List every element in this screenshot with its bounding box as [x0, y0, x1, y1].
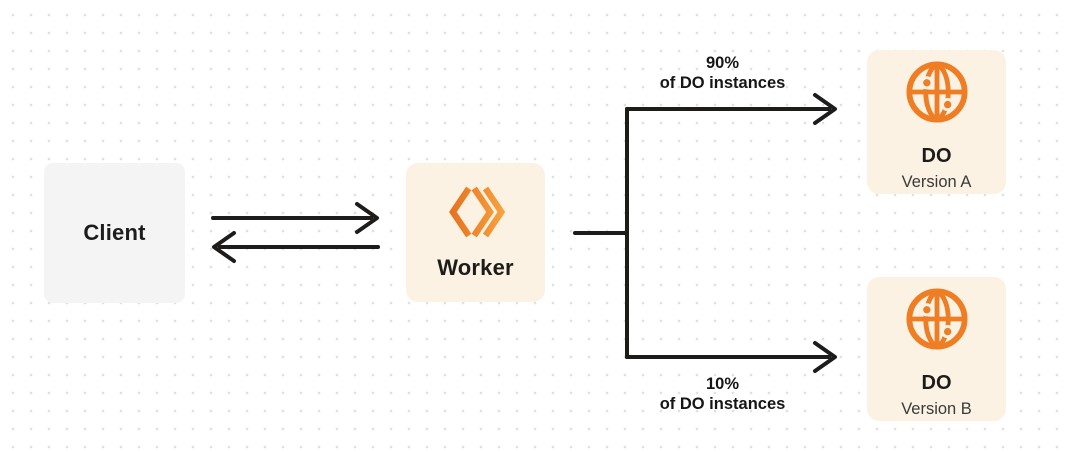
top-branch-caption: of DO instances: [659, 74, 786, 92]
request-arrow: [211, 202, 379, 234]
split-trunk-line: [573, 107, 629, 359]
bottom-branch-label: 10% of DO instances: [600, 374, 845, 414]
response-arrow: [212, 231, 380, 263]
globe-icon: [905, 61, 968, 128]
do-a-title: DO: [921, 145, 952, 167]
do-b-title: DO: [921, 372, 952, 394]
workers-logo-icon: [447, 181, 505, 243]
top-branch-label: 90% of DO instances: [600, 53, 845, 93]
worker-label: Worker: [437, 255, 514, 280]
top-branch-arrow: [625, 93, 837, 125]
client-label: Client: [83, 220, 146, 245]
client-node: Client: [44, 163, 185, 303]
bottom-branch-caption: of DO instances: [659, 395, 786, 413]
do-b-subtitle: Version B: [901, 400, 972, 418]
do-a-subtitle: Version A: [901, 173, 972, 191]
worker-node: Worker: [406, 163, 545, 302]
globe-icon: [905, 288, 968, 355]
bottom-branch-percent: 10%: [705, 375, 740, 393]
do-version-a-node: DO Version A: [867, 50, 1006, 194]
do-version-b-node: DO Version B: [867, 277, 1006, 421]
bottom-branch-arrow: [625, 341, 837, 373]
top-branch-percent: 90%: [705, 54, 740, 72]
